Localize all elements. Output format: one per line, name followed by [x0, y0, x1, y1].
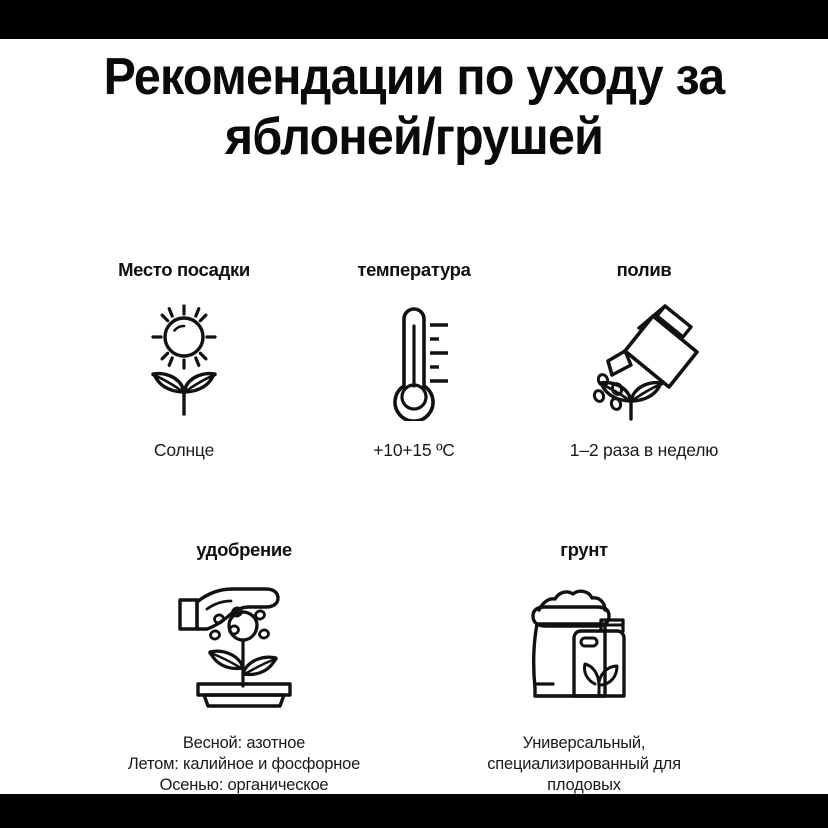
watering-can-sprout-icon [579, 295, 709, 425]
caption-line: Солнце [153, 440, 215, 460]
caption-line: +10+15 ºC [373, 440, 455, 460]
care-item-header: грунт [560, 539, 608, 560]
caption-line: плодовых [547, 776, 621, 794]
caption-line: 1–2 раза в неделю [569, 440, 719, 460]
sun-sprout-icon [132, 295, 236, 425]
caption-line: Осенью: органическое [159, 776, 329, 794]
care-item-header: Место посадки [118, 259, 250, 280]
letterbox-bar-bottom [0, 794, 828, 828]
care-item-caption: Весной: азотное Летом: калийное и фосфор… [128, 733, 360, 796]
hand-fertilizing-plant-icon [174, 575, 314, 715]
care-item-planting-place: Место посадки [69, 259, 299, 461]
caption-line: Летом: калийное и фосфорное [127, 755, 361, 773]
care-item-header: температура [357, 259, 471, 280]
care-item-temperature: температура [299, 259, 529, 461]
caption-line: специализированный для [487, 755, 681, 773]
page-title-line-2: яблоней/грушей [224, 108, 604, 166]
care-item-header: полив [616, 259, 672, 280]
caption-line: Универсальный, [522, 734, 646, 752]
care-item-caption: Солнце [154, 439, 214, 461]
care-item-caption: 1–2 раза в неделю [569, 439, 719, 461]
thermometer-icon [368, 295, 460, 425]
caption-line: Весной: азотное [182, 734, 306, 752]
care-item-fertilizer: удобрение [94, 539, 394, 796]
letterbox-bar-top [0, 0, 828, 39]
care-item-caption: +10+15 ºC [373, 439, 455, 461]
care-row-bottom: удобрение [0, 539, 828, 796]
care-item-header: удобрение [196, 539, 292, 560]
soil-bag-bottle-icon [519, 575, 649, 715]
page-title: Рекомендации по уходу за яблоней/грушей [29, 47, 799, 167]
care-item-caption: Универсальный, специализированный для пл… [487, 733, 681, 796]
care-row-top: Место посадки [0, 259, 828, 461]
care-item-soil: грунт [434, 539, 734, 796]
care-item-watering: полив [529, 259, 759, 461]
infographic-card: Рекомендации по уходу за яблоней/грушей … [0, 39, 828, 794]
page-title-line-1: Рекомендации по уходу за [103, 48, 726, 106]
